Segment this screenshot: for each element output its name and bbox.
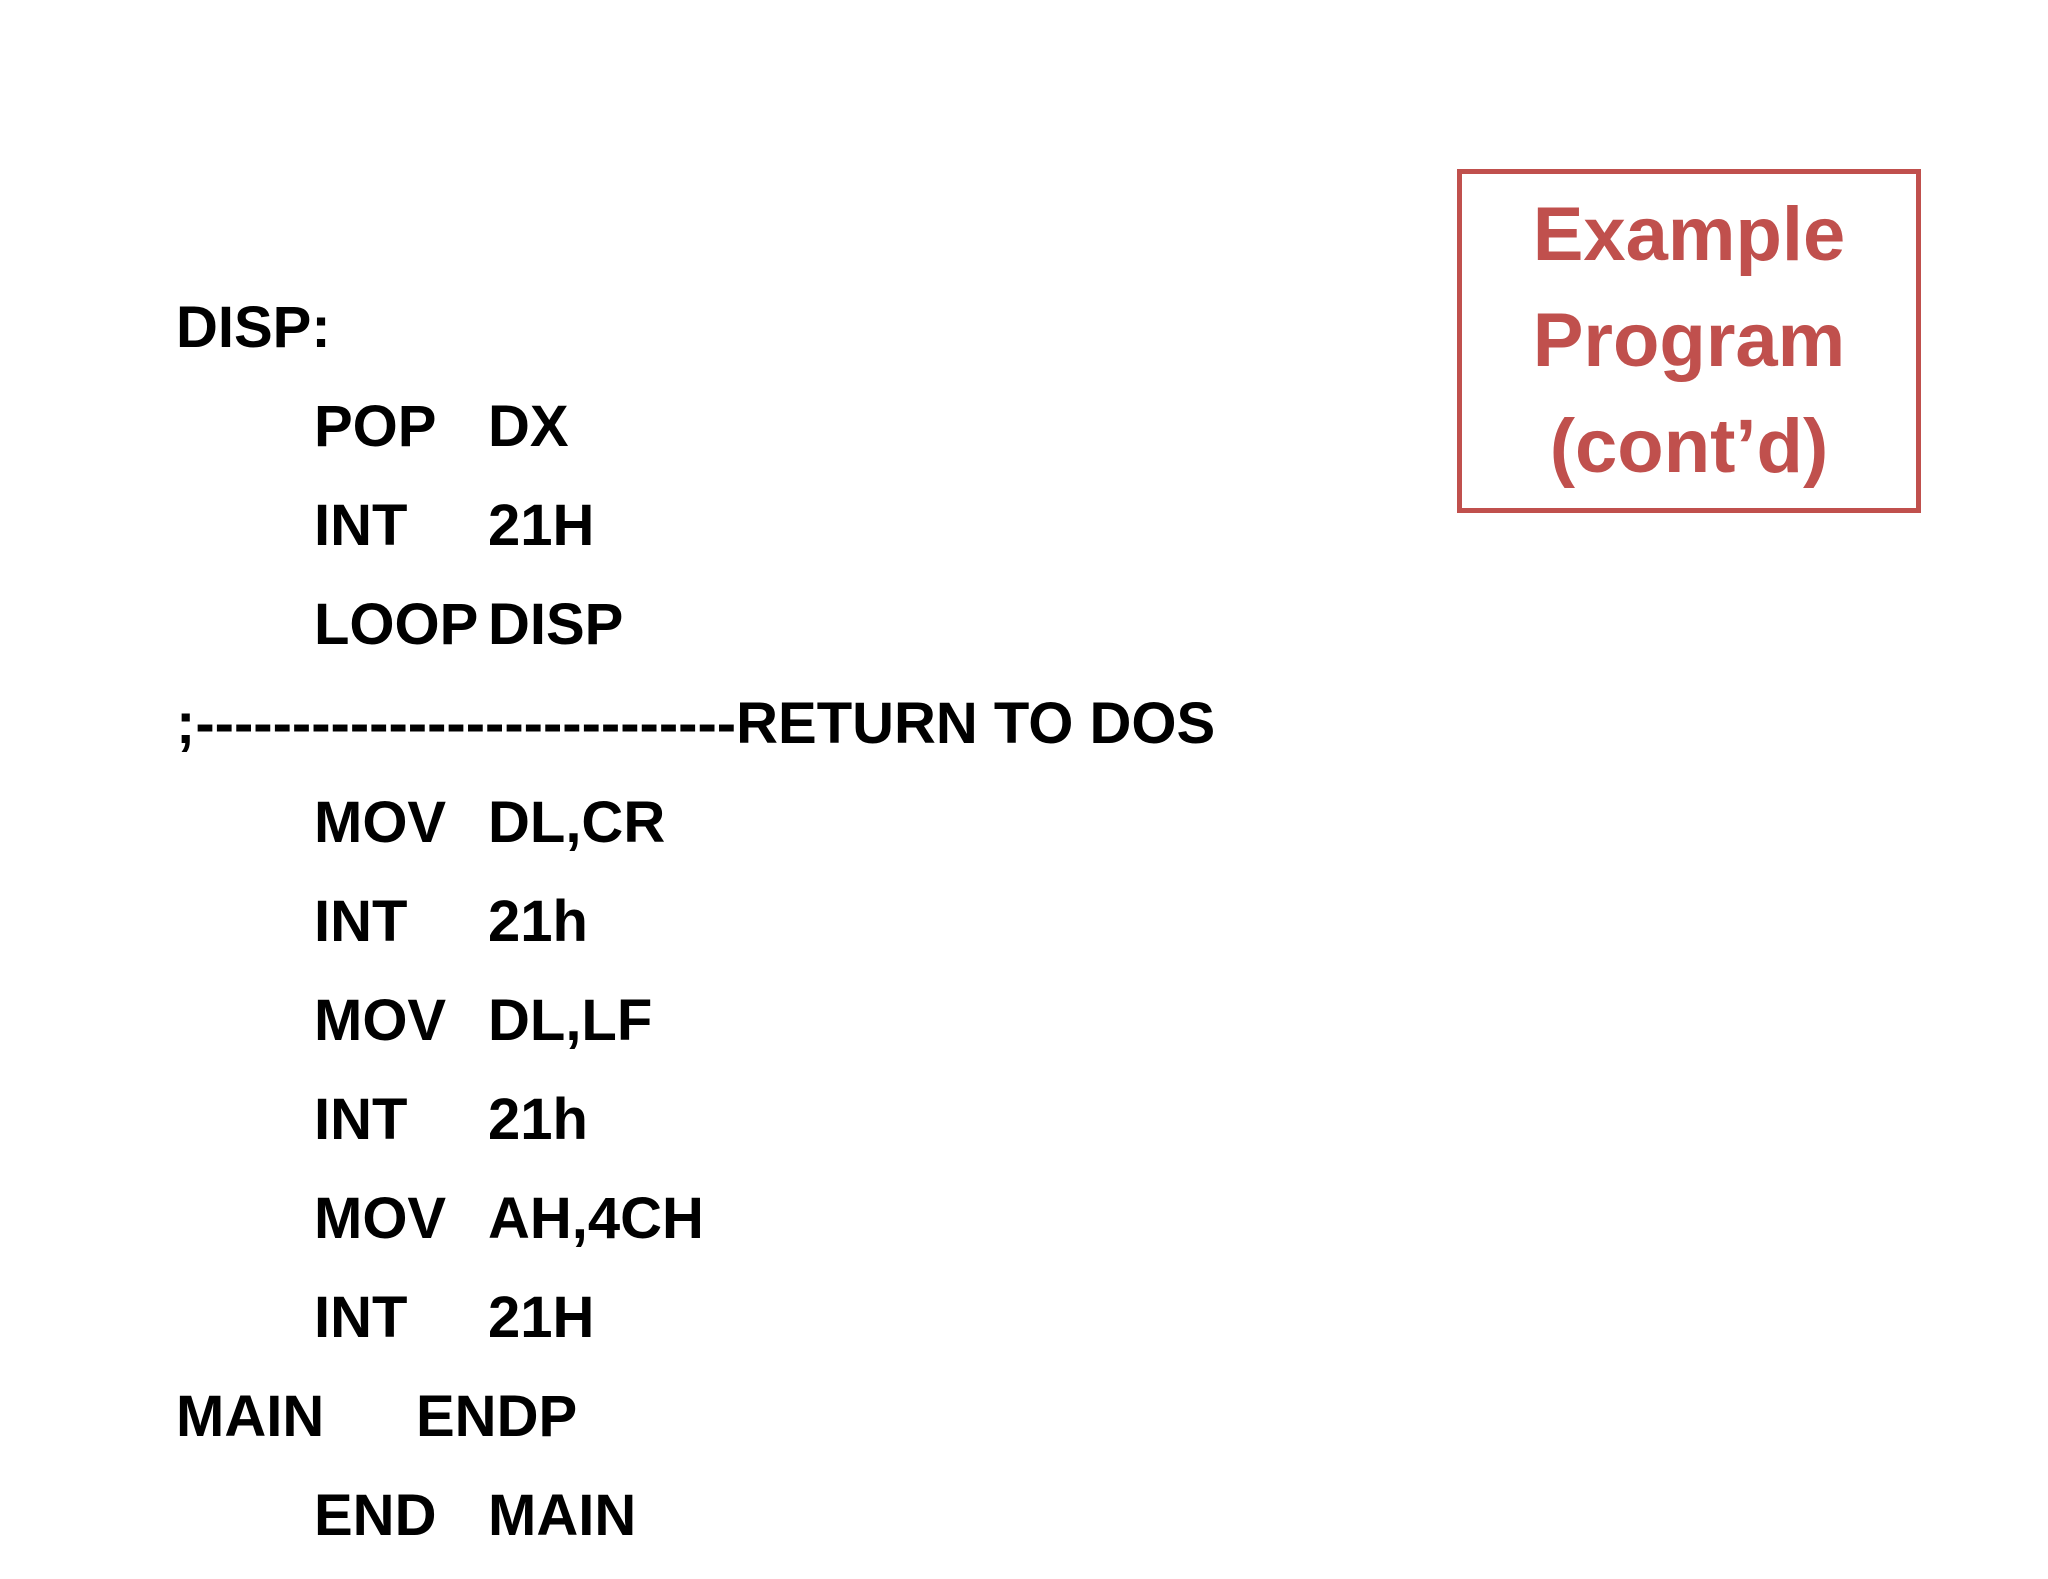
code-line: INT 21H	[176, 1282, 1476, 1381]
slide-title-line-2: Program	[1532, 298, 1846, 383]
assembly-code-listing: DISP: POP DX INT 21H LOOP DISP ;--------…	[176, 292, 1476, 1579]
code-line: MOV DL,CR	[176, 787, 1476, 886]
code-line: INT 21H	[176, 490, 1476, 589]
code-operand: MAIN	[488, 1483, 637, 1548]
slide-title-line-1: Example	[1532, 192, 1846, 277]
code-operand: DL,CR	[488, 790, 666, 855]
code-label: MAIN	[176, 1384, 325, 1449]
slide-title-line-3: (cont’d)	[1549, 404, 1829, 489]
code-comment: ;----------------------------RETURN TO D…	[176, 691, 1216, 756]
code-instruction: INT	[314, 1087, 408, 1152]
slide-title-box: Example Program (cont’d)	[1457, 169, 1921, 513]
code-instruction: POP	[314, 394, 437, 459]
code-instruction: INT	[314, 889, 408, 954]
code-operand: AH,4CH	[488, 1186, 704, 1251]
code-line: POP DX	[176, 391, 1476, 490]
code-label: DISP:	[176, 295, 331, 360]
code-line: MOV DL,LF	[176, 985, 1476, 1084]
code-instruction: LOOP	[314, 592, 479, 657]
code-instruction: INT	[314, 493, 408, 558]
code-directive: END	[314, 1483, 437, 1548]
code-directive: ENDP	[416, 1384, 578, 1449]
code-operand: 21H	[488, 1285, 595, 1350]
code-operand: 21H	[488, 493, 595, 558]
code-operand: DL,LF	[488, 988, 653, 1053]
code-operand: 21h	[488, 1087, 588, 1152]
code-line: INT 21h	[176, 886, 1476, 985]
code-instruction: INT	[314, 1285, 408, 1350]
code-line: INT 21h	[176, 1084, 1476, 1183]
code-instruction: MOV	[314, 790, 447, 855]
code-operand: 21h	[488, 889, 588, 954]
code-line-main-endp: MAIN ENDP	[176, 1381, 1476, 1480]
code-line: LOOP DISP	[176, 589, 1476, 688]
code-line: MOV AH,4CH	[176, 1183, 1476, 1282]
code-operand: DISP	[488, 592, 624, 657]
code-line-end-main: END MAIN	[176, 1480, 1476, 1579]
code-line-disp-label: DISP:	[176, 292, 1476, 391]
code-operand: DX	[488, 394, 569, 459]
code-instruction: MOV	[314, 988, 447, 1053]
code-comment-line: ;----------------------------RETURN TO D…	[176, 688, 1476, 787]
code-instruction: MOV	[314, 1186, 447, 1251]
